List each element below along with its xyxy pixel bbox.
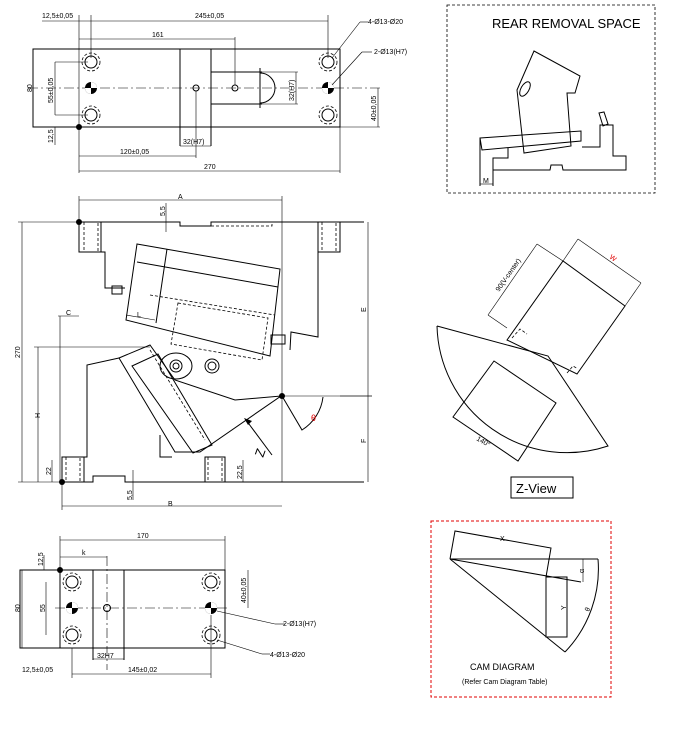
dim-w: W [608,254,618,264]
angle-theta: θ [311,413,316,423]
dim-40: 40±0,05 [371,96,378,121]
dim-170: 170 [137,533,149,540]
view-arrow-z: Z [252,446,269,459]
callout-counterbore-bottom: 4-Ø13-Ø20 [270,652,305,659]
cam-dim-x: X [500,536,505,543]
angle-140: 140° [475,435,492,449]
front-section-view: A B C E F H L 270 5,5 5,5 22 22,5 Z θ [15,194,372,510]
cam-diagram-subtitle: (Refer Cam Diagram Table) [462,679,547,686]
callout-dowel: 2-Ø13(H7) [374,49,407,56]
dim-22-5: 22,5 [237,465,244,479]
dim-bottom-gap: 5,5 [127,490,134,500]
dim-161: 161 [152,32,164,39]
dim-55-bottom: 55 [40,604,47,612]
callout-dowel-bottom: 2-Ø13(H7) [283,621,316,628]
dim-145: 145±0,02 [128,667,157,674]
dim-l: L [137,312,141,319]
dim-270-height: 270 [15,346,22,358]
cam-diagram: X Y α θ CAM DIAGRAM (Refer Cam Diagram T… [430,520,612,698]
dim-32h7: 32H7 [97,653,114,660]
dim-c: C [66,310,71,317]
dim-slot-width: 32(H7) [289,80,296,101]
dim-h: H [35,413,42,418]
z-view-label: Z-View [516,481,557,496]
dim-80-bottom: 80 [15,604,22,612]
dim-80: 80 [27,84,34,92]
cam-dim-y: Y [561,605,568,610]
cam-angle-theta: θ [584,607,592,613]
dim-55: 55±0,05 [48,78,55,103]
dim-top-gap: 5,5 [160,206,167,216]
rear-removal-space-panel: REAR REMOVAL SPACE M [446,4,656,194]
dim-22: 22 [46,467,53,475]
dim-top-offset: 12,5±0,05 [42,13,73,20]
cam-angle-alpha: α [579,569,586,573]
dim-12-5-offset: 12,5±0,05 [22,667,53,674]
cam-diagram-title: CAM DIAGRAM [470,662,535,672]
rear-removal-title: REAR REMOVAL SPACE [492,16,641,31]
dim-12-5: 12,5 [48,129,55,143]
dim-k: k [82,550,86,557]
hole-pattern [76,52,338,130]
bottom-plan-view: 170 k 12,5 80 55 40±0,05 32H7 12,5±0,05 … [15,533,316,678]
top-plan-view: 12,5±0,05 245±0,05 161 80 55±0,05 12,5 3… [27,13,407,173]
z-view: 90(V-center) W 140° Z-View [436,238,642,499]
dim-b: B [168,501,173,508]
dim-245: 245±0,05 [195,13,224,20]
dim-12-5-bottom: 12,5 [38,552,45,566]
dim-120: 120±0,05 [120,149,149,156]
callout-counterbore: 4-Ø13-Ø20 [368,19,403,26]
dim-m: M [483,178,489,185]
dim-90-v-center: 90(V-center) [495,258,523,294]
dim-40-bottom: 40±0,05 [241,578,248,603]
dim-e: E [361,307,368,312]
dim-270: 270 [204,164,216,171]
dim-a: A [178,194,183,201]
dim-f: F [361,439,368,443]
dim-slot-32: 32(H7) [183,139,204,146]
